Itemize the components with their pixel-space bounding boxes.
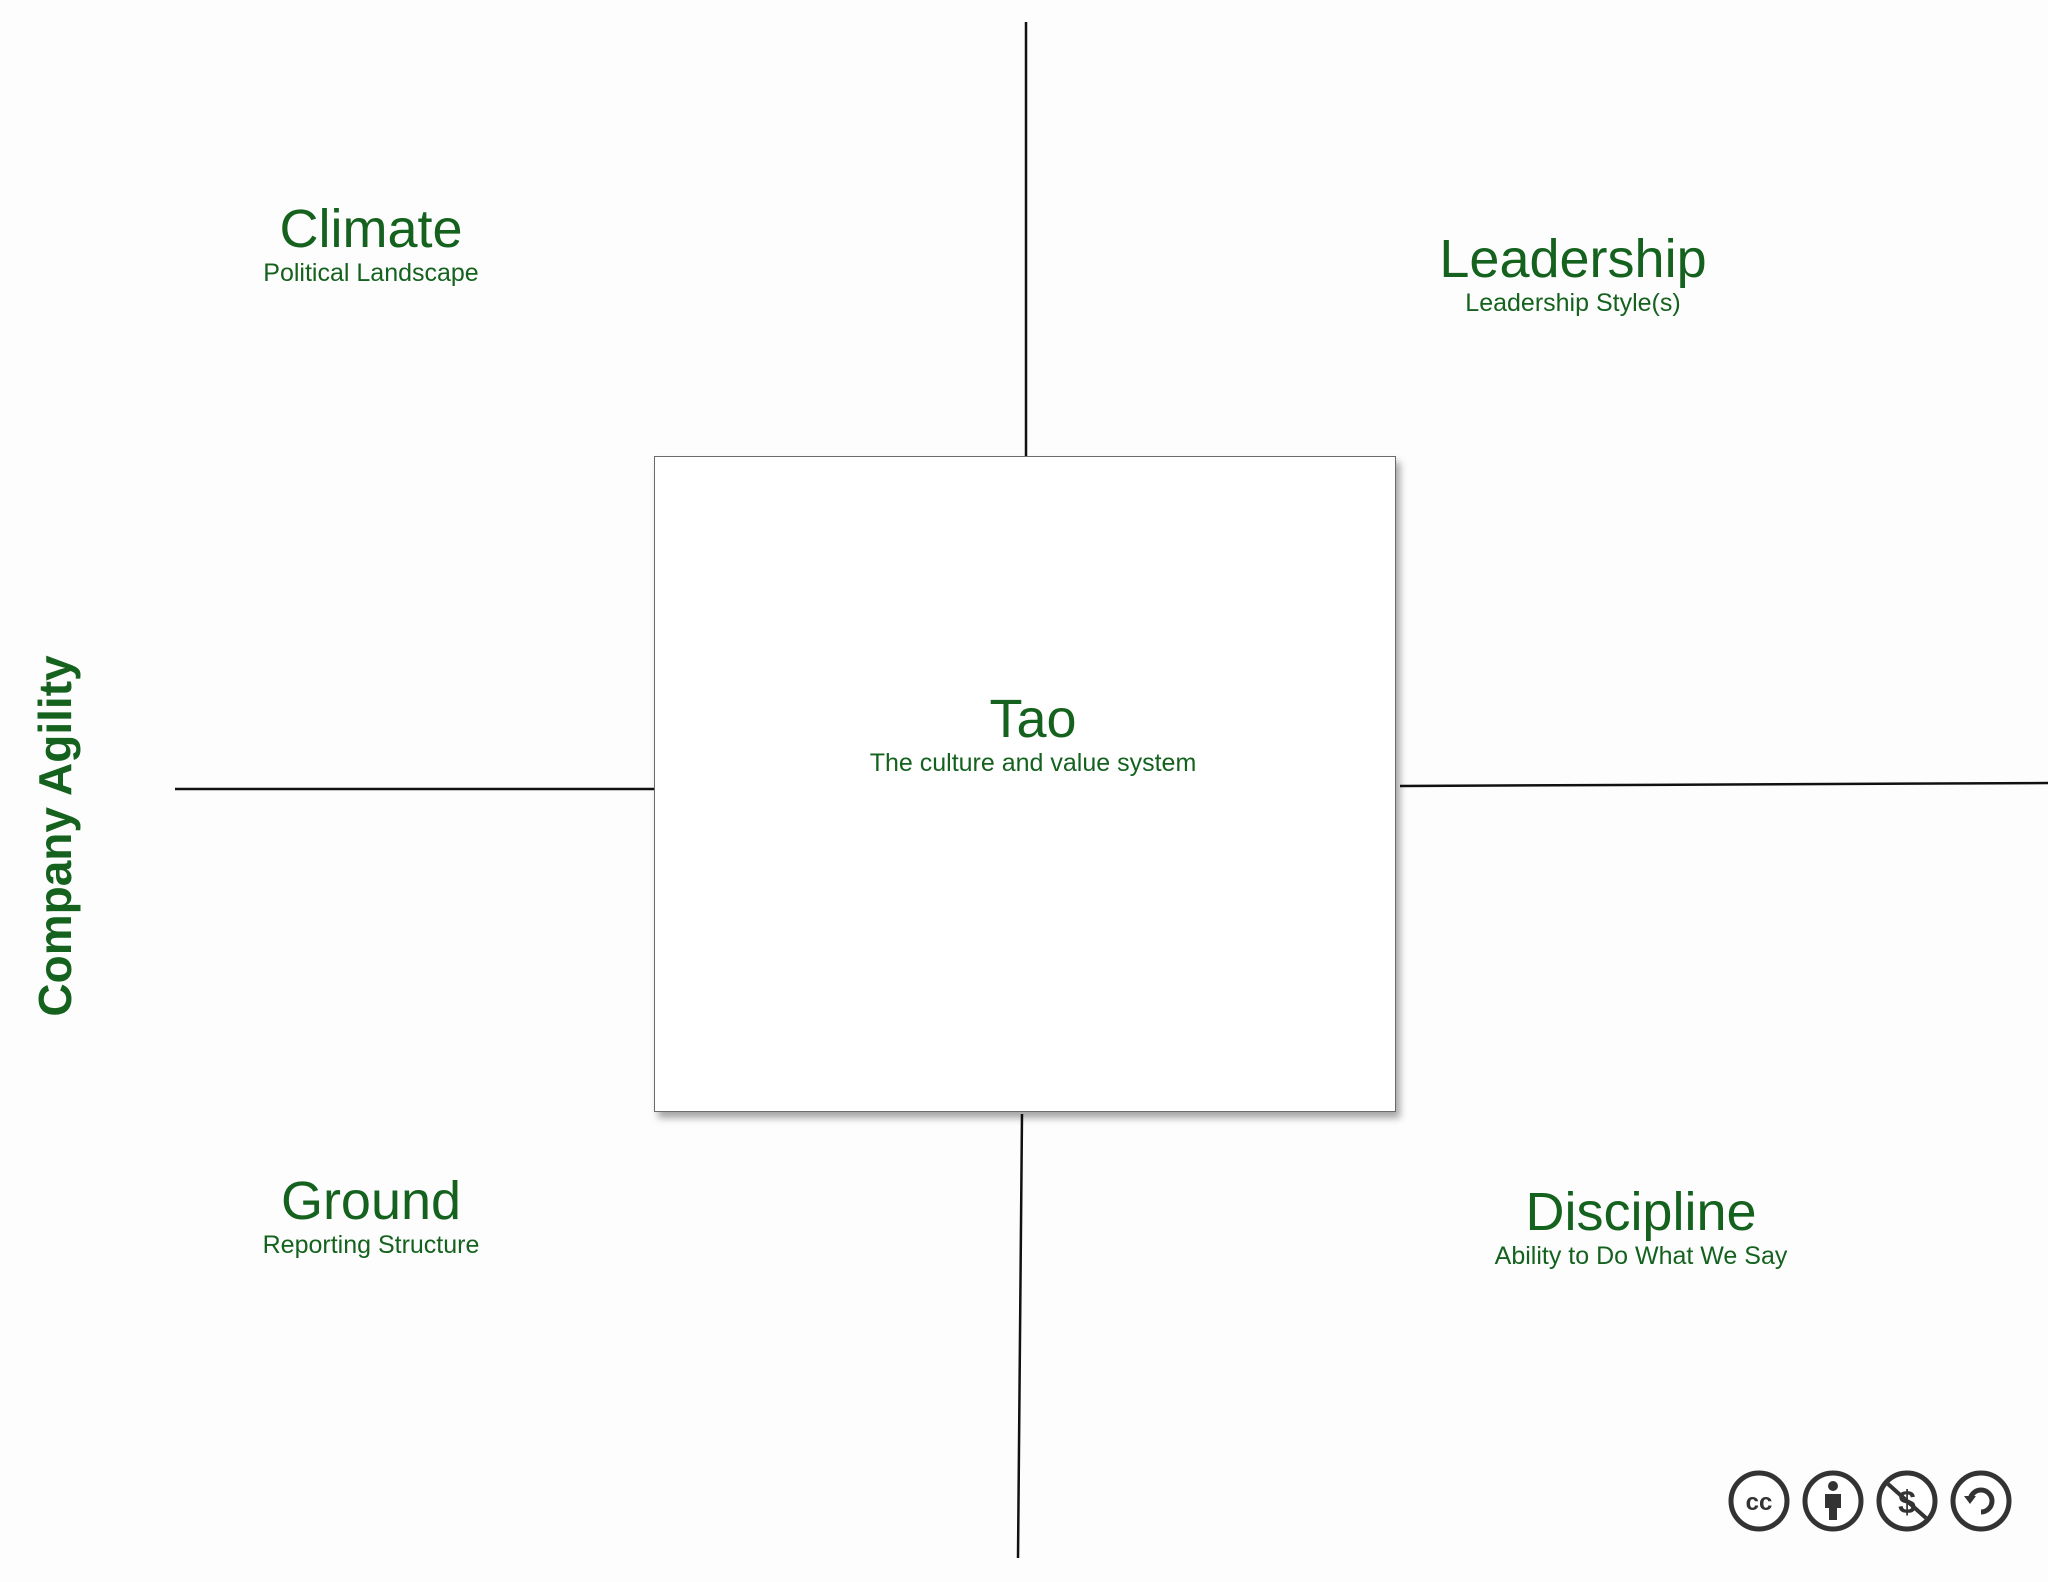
quadrant-top-left: Climate Political Landscape [263, 200, 478, 288]
license-badges: cc $ [1728, 1470, 2012, 1540]
cc-icon: cc [1728, 1470, 1790, 1532]
quadrant-bottom-left-subtitle: Reporting Structure [262, 1231, 480, 1259]
quadrant-bottom-left: Ground Reporting Structure [263, 1172, 480, 1260]
center-node: Tao The culture and value system [870, 690, 1197, 778]
quadrant-top-right-title: Leadership [1439, 229, 1707, 289]
quadrant-bottom-right-subtitle: Ability to Do What We Say [1494, 1242, 1788, 1270]
quadrant-bottom-left-title: Ground [280, 1171, 462, 1231]
quadrant-top-right: Leadership Leadership Style(s) [1439, 230, 1706, 318]
center-box [654, 456, 1396, 1112]
attribution-icon [1802, 1470, 1864, 1532]
noncommercial-icon: $ [1876, 1470, 1938, 1532]
side-label: Company Agility [29, 655, 81, 1017]
share-alike-icon [1950, 1470, 2012, 1532]
center-subtitle: The culture and value system [869, 749, 1197, 777]
connector-bottom [1016, 1113, 1024, 1559]
quadrant-bottom-right-title: Discipline [1525, 1182, 1757, 1242]
center-title: Tao [989, 689, 1077, 749]
quadrant-bottom-right: Discipline Ability to Do What We Say [1495, 1183, 1788, 1271]
svg-text:cc: cc [1746, 1489, 1773, 1516]
quadrant-top-left-title: Climate [279, 199, 463, 259]
quadrant-top-left-subtitle: Political Landscape [263, 259, 479, 287]
quadrant-top-right-subtitle: Leadership Style(s) [1465, 289, 1681, 317]
connector-right [1399, 781, 2048, 788]
